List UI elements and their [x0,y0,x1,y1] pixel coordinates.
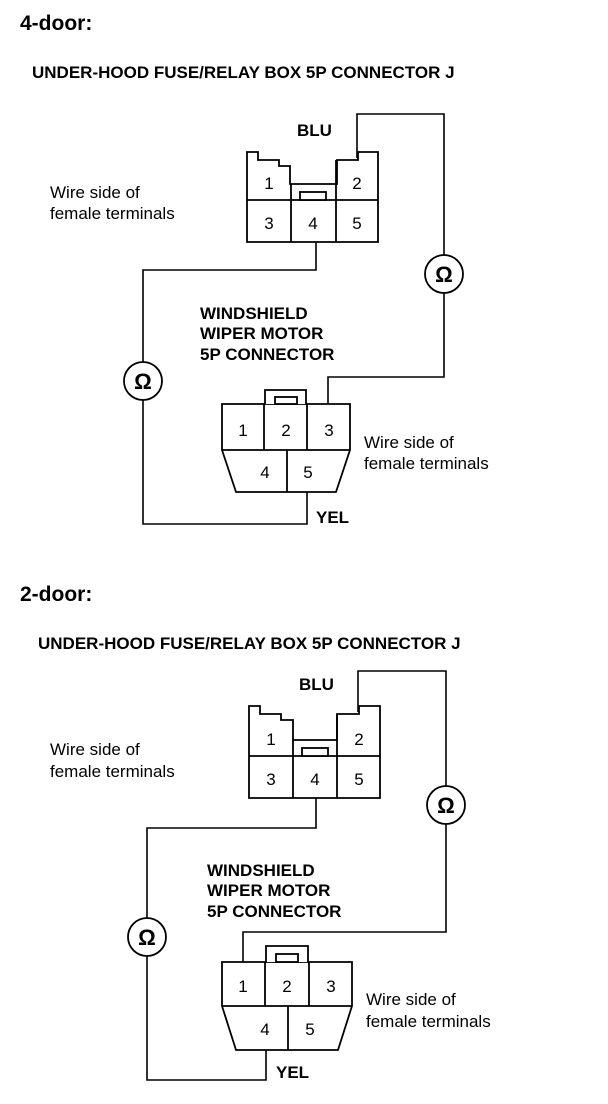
fuse-side-label-1: Wire side of [50,183,140,202]
wiper-pin-2: 2 [281,421,290,440]
wiper-title-3: 5P CONNECTOR [207,902,341,921]
wiper-side-label-1: Wire side of [364,433,454,452]
blu-wire-top [356,113,445,255]
wiper-pin-3: 3 [324,421,333,440]
blu-wire-label: BLU [297,121,332,140]
wiper-motor-connector: 1 2 3 4 5 [221,389,351,493]
wiper-title-3: 5P CONNECTOR [200,345,334,364]
wiper-title-1: WINDSHIELD [207,861,315,880]
fuse-side-label-1: Wire side of [50,740,140,759]
fuse-pin-4: 4 [308,214,317,233]
yel-wire-bottom [146,956,267,1081]
wiper-side-label-2: female terminals [364,454,489,473]
fuse-pin4-wire [142,242,317,362]
section-title: UNDER-HOOD FUSE/RELAY BOX 5P CONNECTOR J [38,634,461,653]
fuse-side-label-2: female terminals [50,204,175,223]
wiper-title-2: WIPER MOTOR [200,324,323,343]
section-heading: 4-door: [20,12,92,35]
ohm-icon: Ω [435,262,453,287]
section-4-door: 4-door: UNDER-HOOD FUSE/RELAY BOX 5P CON… [20,12,489,527]
fuse-pin-5: 5 [354,770,363,789]
wiper-pin-4: 4 [260,1020,269,1039]
fuse-pin-3: 3 [264,214,273,233]
wiper-title-1: WINDSHIELD [200,304,308,323]
meter-wire-right [242,824,447,962]
ohmmeter-right: Ω [424,254,464,294]
fuse-pin-5: 5 [352,214,361,233]
section-heading: 2-door: [20,583,92,606]
ohmmeter-right: Ω [426,785,466,825]
wiper-pin-3: 3 [326,977,335,996]
wiper-side-label-2: female terminals [366,1012,491,1031]
fuse-pin-2: 2 [352,174,361,193]
fuse-pin-2: 2 [354,730,363,749]
fuse-pin4-wire [146,798,317,918]
section-2-door: 2-door: UNDER-HOOD FUSE/RELAY BOX 5P CON… [20,583,491,1082]
wiper-pin-2: 2 [282,977,291,996]
wiper-title-2: WIPER MOTOR [207,881,330,900]
fuse-pin-1: 1 [266,730,275,749]
ohm-icon: Ω [138,925,156,950]
ohmmeter-left: Ω [127,917,167,957]
blu-wire-label: BLU [299,675,334,694]
fuse-pin-3: 3 [266,770,275,789]
meter-wire-right [327,293,445,404]
fuse-pin-1: 1 [264,174,273,193]
ohm-icon: Ω [437,793,455,818]
fuse-box-connector: 1 2 3 4 5 [248,705,381,799]
ohm-icon: Ω [134,369,152,394]
yel-wire-label: YEL [316,508,349,527]
wiper-pin-1: 1 [238,977,247,996]
wiper-side-label-1: Wire side of [366,990,456,1009]
section-title: UNDER-HOOD FUSE/RELAY BOX 5P CONNECTOR J [32,63,455,82]
wiper-pin-4: 4 [260,463,269,482]
wiper-pin-5: 5 [303,463,312,482]
fuse-side-label-2: female terminals [50,762,175,781]
yel-wire-bottom [142,400,308,525]
fuse-box-connector: 1 2 3 4 5 [246,151,379,243]
wiper-pin-5: 5 [305,1020,314,1039]
blu-wire-top [357,670,447,786]
wiper-motor-connector: 1 2 3 4 5 [221,945,353,1051]
fuse-pin-4: 4 [310,770,319,789]
yel-wire-label: YEL [276,1063,309,1082]
ohmmeter-left: Ω [123,361,163,401]
wiper-pin-1: 1 [238,421,247,440]
